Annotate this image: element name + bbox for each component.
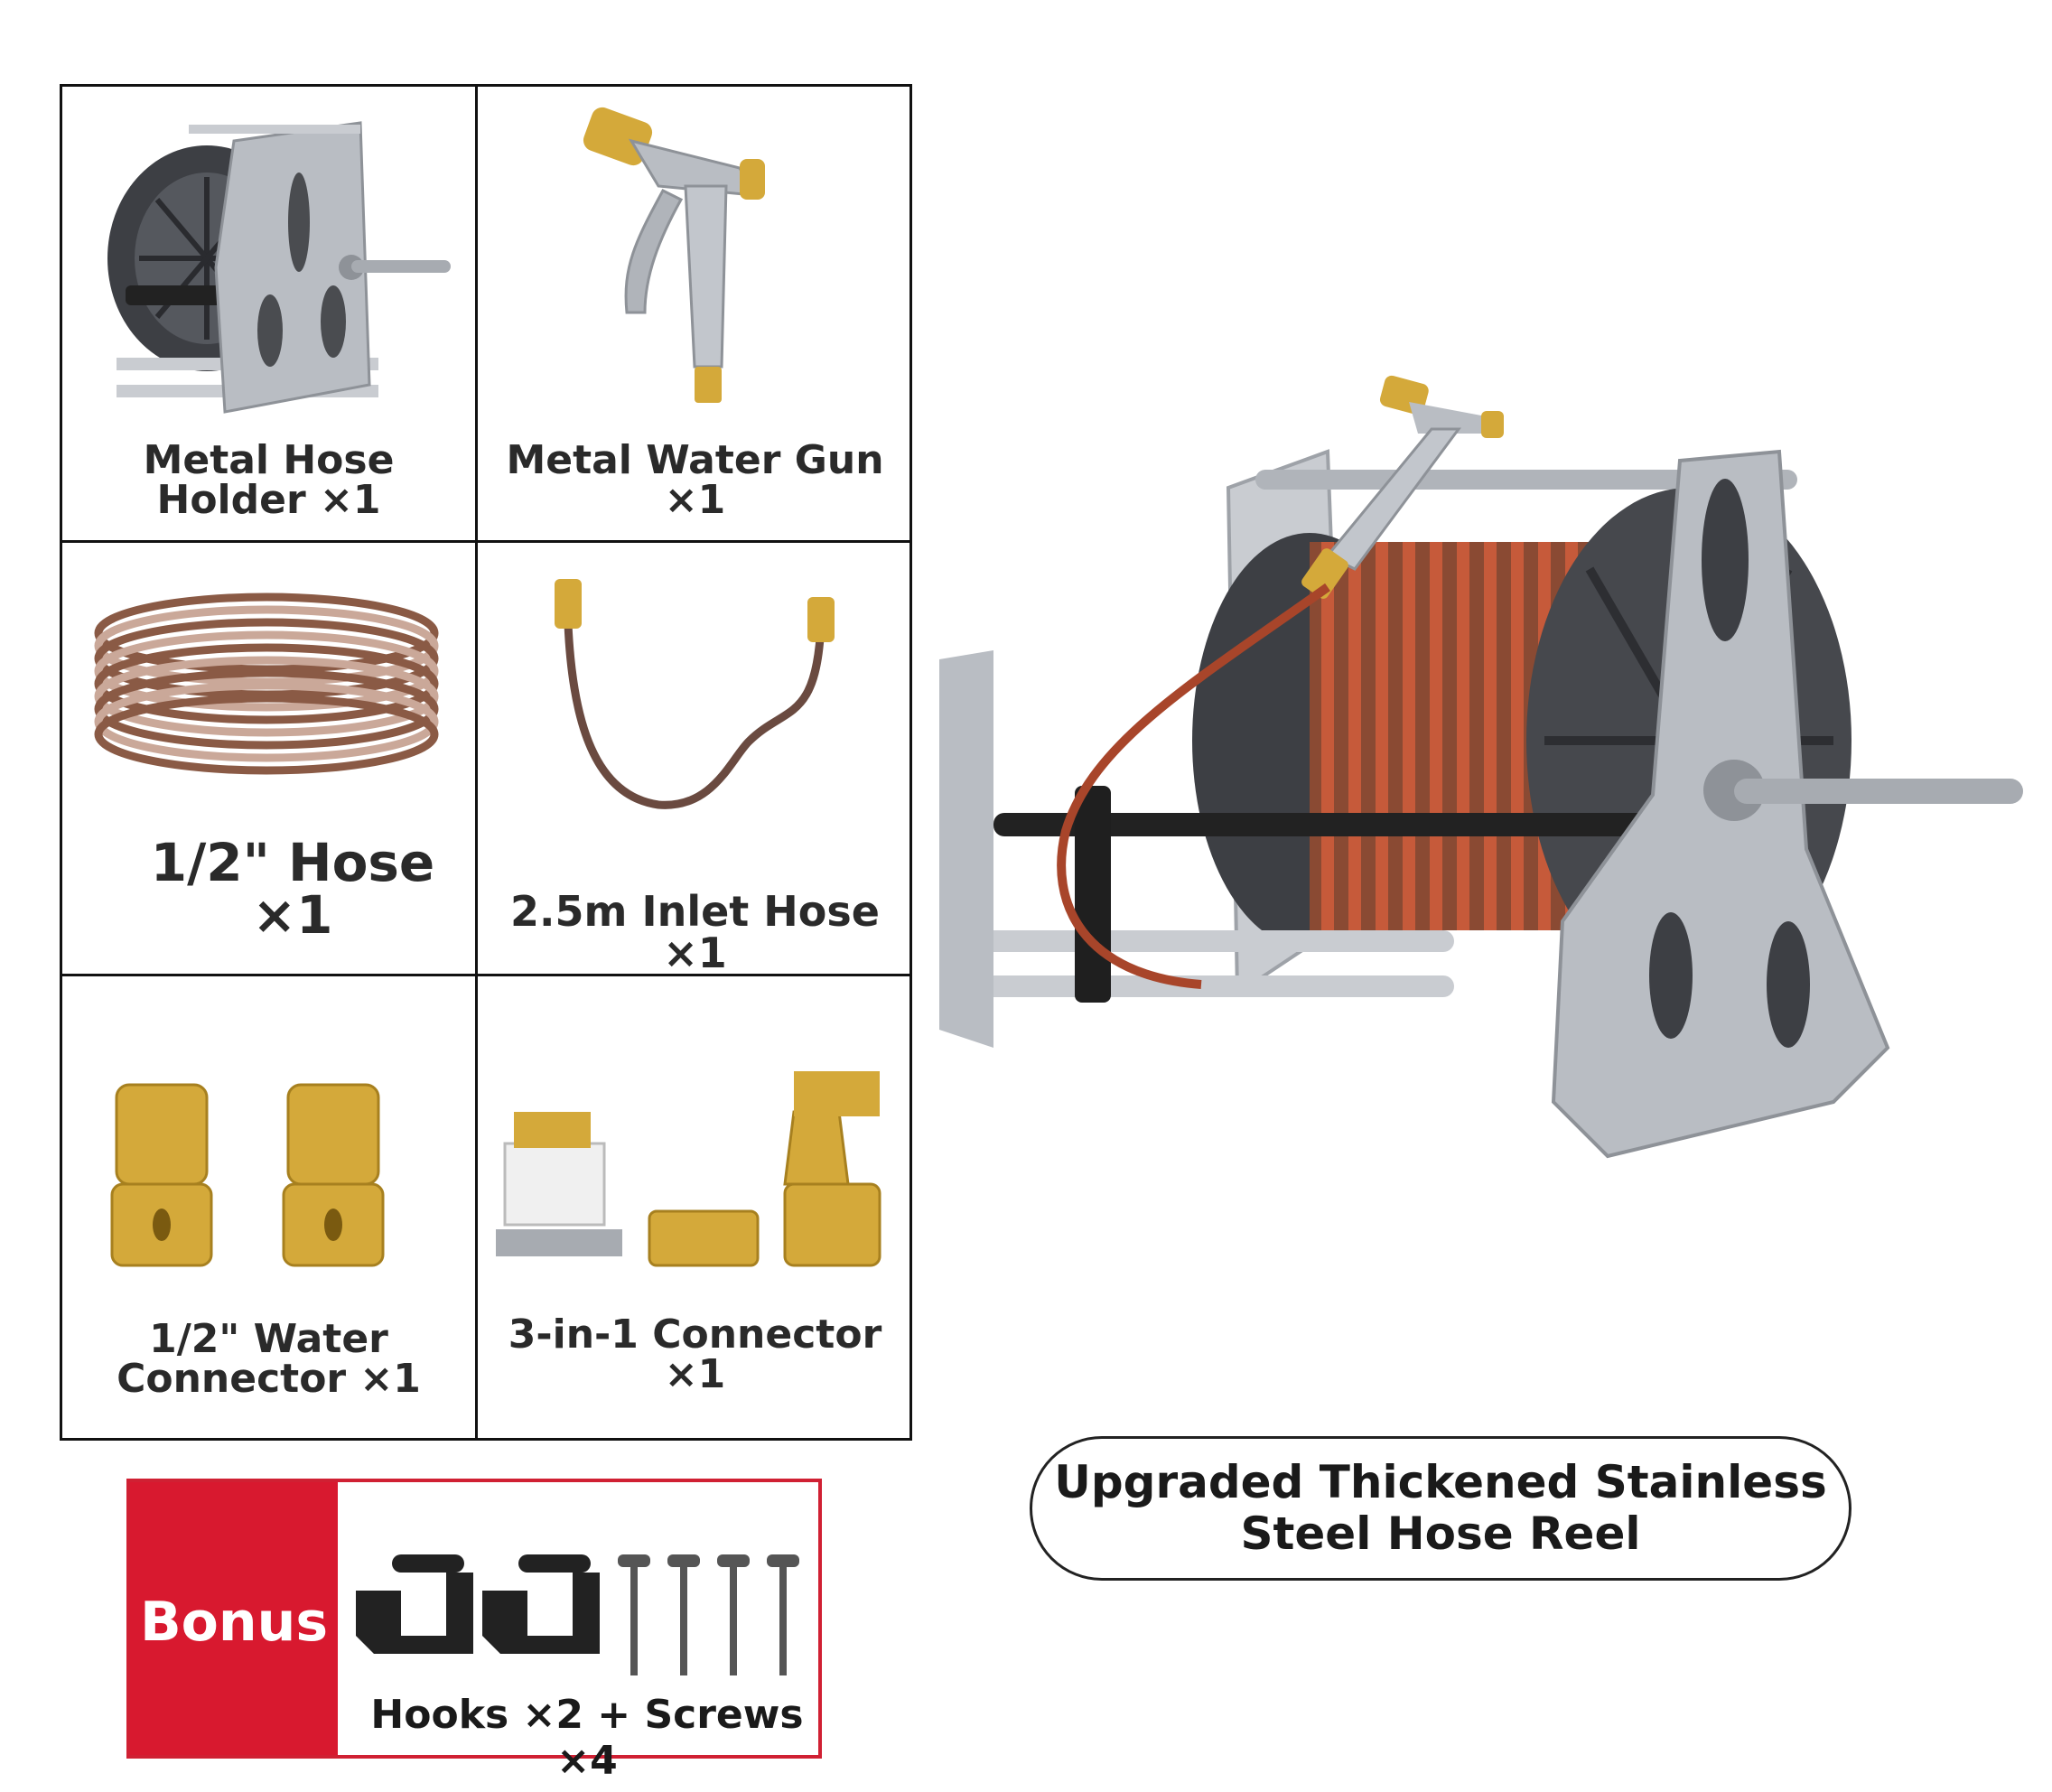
main-caption-line1: Upgraded Thickened Stainless bbox=[1054, 1455, 1827, 1508]
item-label: 1/2" Hose ×1 bbox=[144, 836, 442, 941]
grid-divider-row2 bbox=[62, 974, 909, 976]
item-label-line2: Connector ×1 bbox=[117, 1356, 421, 1402]
item-label-line2: ×1 bbox=[664, 1351, 726, 1397]
brass-connectors-image bbox=[110, 1083, 385, 1267]
item-label-line1: 3-in-1 Connector bbox=[508, 1311, 882, 1358]
item-label-line1: 2.5m Inlet Hose ×1 bbox=[510, 887, 880, 977]
item-water-connector: 1/2" Water Connector ×1 bbox=[62, 976, 475, 1441]
item-metal-water-gun: Metal Water Gun ×1 bbox=[478, 87, 912, 540]
bonus-label: Bonus bbox=[139, 1591, 329, 1654]
hose-reel-small-image bbox=[107, 121, 451, 414]
water-gun-image bbox=[583, 107, 765, 403]
item-3in1-connector: 3-in-1 Connector ×1 bbox=[478, 976, 912, 1441]
grid-divider-row1 bbox=[62, 540, 909, 543]
item-label-line2: ×1 bbox=[664, 477, 726, 523]
item-label-line2: ×1 bbox=[252, 884, 333, 946]
grid-divider-vertical bbox=[475, 87, 478, 1438]
three-in-one-connector-image bbox=[496, 1071, 881, 1267]
item-label-line1: Metal Hose bbox=[143, 437, 395, 483]
item-label-line1: 1/2" Water bbox=[149, 1316, 388, 1362]
item-inlet-hose: 2.5m Inlet Hose ×1 bbox=[478, 543, 912, 974]
package-contents-grid: Metal Hose Holder ×1 Metal Water Gun ×1 bbox=[60, 84, 912, 1441]
item-label: 2.5m Inlet Hose ×1 bbox=[478, 891, 912, 974]
item-metal-hose-holder: Metal Hose Holder ×1 bbox=[62, 87, 475, 540]
bonus-caption: Hooks ×2 + Screws ×4 bbox=[370, 1692, 804, 1784]
item-label: 1/2" Water Connector ×1 bbox=[62, 1320, 475, 1399]
item-label: Metal Water Gun ×1 bbox=[478, 441, 912, 520]
item-label-line2: Holder ×1 bbox=[156, 477, 381, 523]
main-product-caption: Upgraded Thickened Stainless Steel Hose … bbox=[1030, 1436, 1851, 1581]
main-caption-line2: Steel Hose Reel bbox=[1240, 1507, 1641, 1560]
bonus-panel: Bonus Hooks ×2 + Screws ×4 bbox=[126, 1479, 822, 1784]
item-label-line1: 1/2" Hose bbox=[150, 832, 435, 893]
hooks-and-screws-image bbox=[356, 1554, 799, 1675]
item-label-line1: Metal Water Gun bbox=[506, 437, 884, 483]
inlet-hose-image bbox=[555, 579, 835, 809]
main-hose-reel-image bbox=[939, 375, 2023, 1159]
item-half-inch-hose: 1/2" Hose ×1 bbox=[62, 543, 475, 974]
item-label: Metal Hose Holder ×1 bbox=[62, 441, 475, 520]
coiled-hose-image bbox=[94, 593, 439, 775]
item-label: 3-in-1 Connector ×1 bbox=[478, 1315, 912, 1395]
bonus-badge bbox=[130, 1482, 338, 1755]
